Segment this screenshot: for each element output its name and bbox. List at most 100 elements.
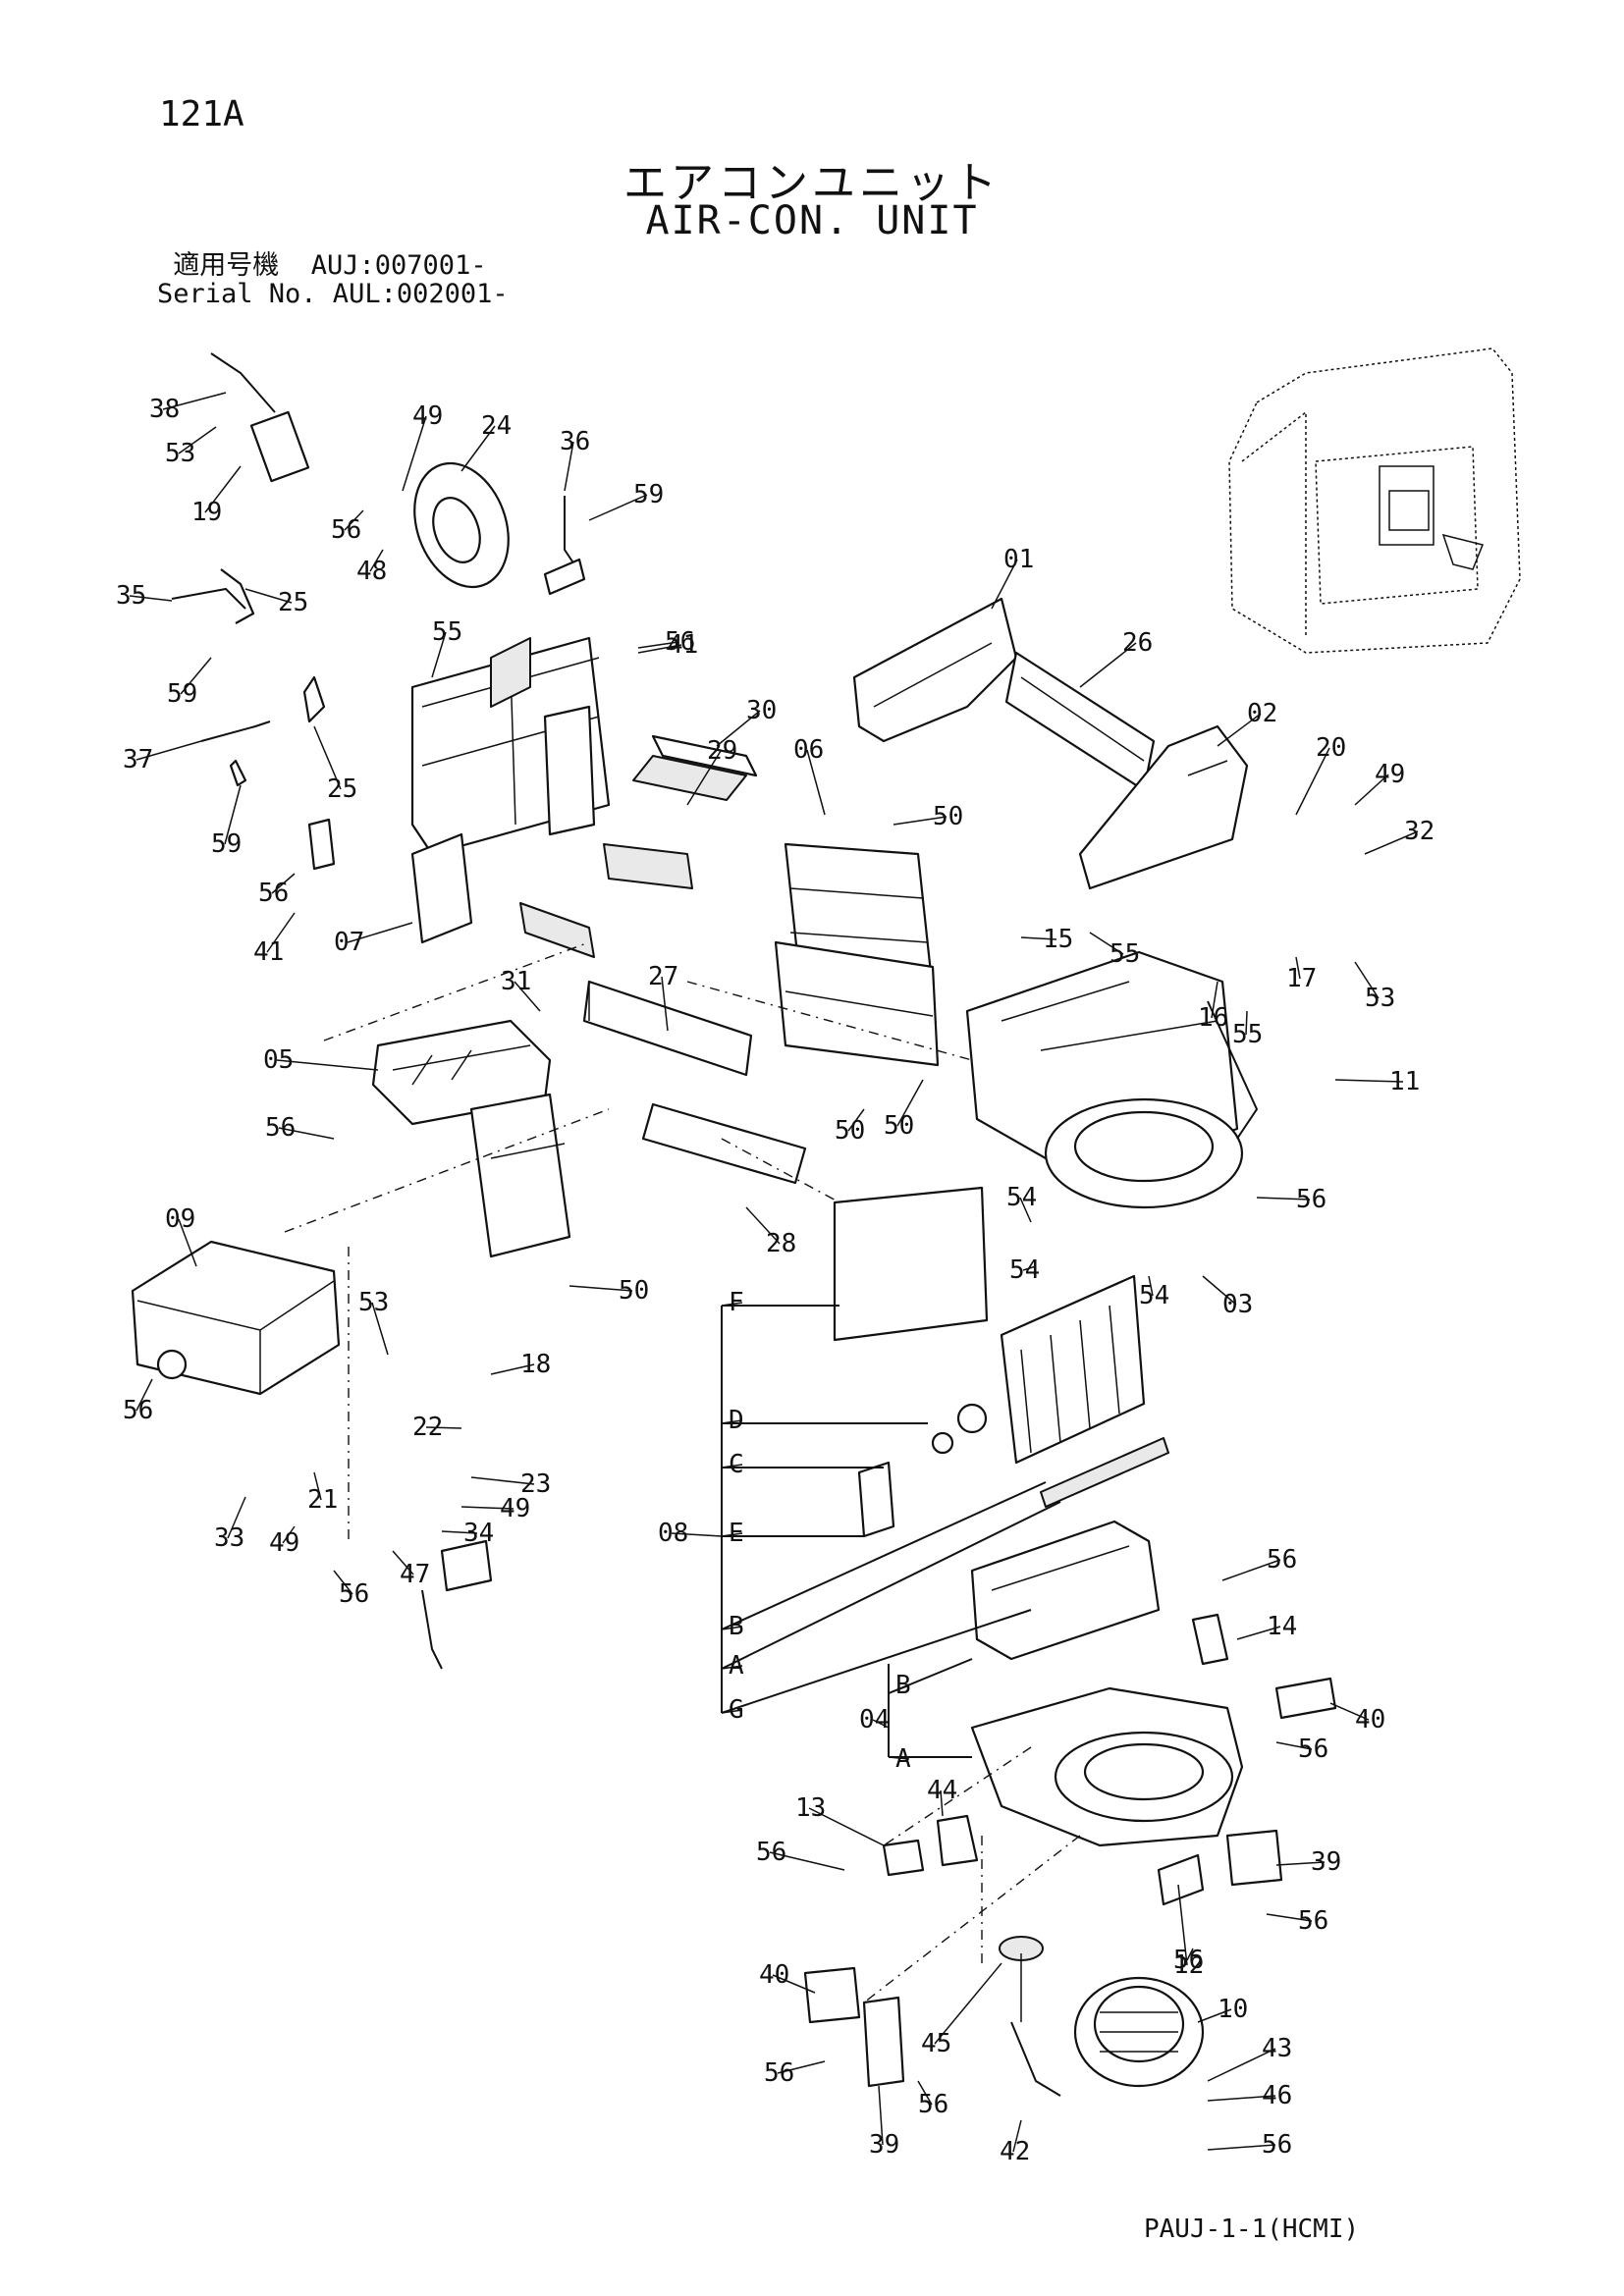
leader-line xyxy=(460,425,496,472)
part-number-label: 48 xyxy=(356,557,387,586)
leader-line xyxy=(1354,774,1389,806)
leader-line xyxy=(1329,1702,1370,1721)
leader-line xyxy=(441,1530,478,1534)
part-number-label: 50 xyxy=(619,1276,649,1306)
part-number-label: 59 xyxy=(211,829,242,859)
part-number-label: 41 xyxy=(253,937,284,967)
part-number-label: 56 xyxy=(331,515,361,545)
leader-line xyxy=(721,1665,743,1670)
part-number-label: 56 xyxy=(1296,1185,1326,1214)
part-number-label: 02 xyxy=(1247,699,1277,728)
leader-line xyxy=(769,1851,845,1871)
part-number-label: 54 xyxy=(1139,1281,1169,1310)
leader-line xyxy=(371,1302,389,1356)
part-number-label: 55 xyxy=(1232,1020,1263,1049)
leader-line xyxy=(1177,1884,1188,1966)
leader-line xyxy=(806,749,826,816)
leader-line xyxy=(1197,2008,1232,2023)
part-number-label: 56 xyxy=(339,1579,369,1609)
part-number-label: F xyxy=(729,1288,744,1317)
part-number-label: 56 xyxy=(123,1396,153,1425)
leader-line xyxy=(934,1962,1002,2045)
leader-line xyxy=(224,784,242,845)
part-number-label: 07 xyxy=(334,928,364,957)
leader-line xyxy=(1217,713,1262,747)
leader-line xyxy=(392,1550,414,1575)
leader-line xyxy=(271,873,296,894)
leader-line xyxy=(278,1127,335,1140)
leader-line xyxy=(425,1426,462,1429)
part-number-label: 50 xyxy=(884,1111,914,1141)
part-number-label: 53 xyxy=(1365,984,1395,1013)
part-number-label: C xyxy=(729,1450,744,1479)
leader-line xyxy=(1245,1010,1248,1036)
leader-line xyxy=(721,1464,743,1468)
upper-right-frames xyxy=(852,597,1249,890)
leader-line xyxy=(490,1363,535,1375)
leader-line xyxy=(1295,956,1301,980)
part-number-label: 50 xyxy=(835,1116,865,1146)
leader-line xyxy=(135,1378,153,1412)
leader-line xyxy=(888,1684,910,1694)
part-number-label: 10 xyxy=(1218,1995,1248,2024)
part-number-label: 42 xyxy=(1000,2137,1030,2166)
part-number-label: 04 xyxy=(859,1705,890,1735)
page-code: 121A xyxy=(159,94,244,134)
part-number-label: 15 xyxy=(1043,925,1073,954)
part-number-label: 55 xyxy=(1110,939,1140,969)
leader-line xyxy=(1256,1197,1311,1201)
leader-line xyxy=(568,1285,633,1292)
part-number-label: D xyxy=(729,1406,744,1435)
part-number-label: 28 xyxy=(766,1229,796,1258)
leader-line xyxy=(1186,1948,1194,1961)
part-number-label: 22 xyxy=(412,1413,443,1442)
leader-line xyxy=(808,1807,885,1846)
leader-line xyxy=(745,1206,781,1245)
leader-line xyxy=(244,588,293,604)
part-number-label: A xyxy=(729,1651,744,1681)
leader-line xyxy=(470,1476,535,1485)
part-number-label: 29 xyxy=(707,736,737,766)
leader-line xyxy=(333,1570,353,1595)
leader-line xyxy=(721,1302,743,1307)
part-number-label: 41 xyxy=(668,630,698,660)
part-number-label: 54 xyxy=(1009,1255,1040,1285)
leader-line xyxy=(721,1709,743,1714)
part-number-label: 53 xyxy=(358,1288,389,1317)
leader-line xyxy=(1275,1741,1313,1750)
leader-line xyxy=(878,2085,884,2146)
part-number-label: 49 xyxy=(269,1528,299,1558)
title-japanese: エアコンユニット xyxy=(623,158,1001,208)
part-number-label: E xyxy=(729,1519,744,1548)
part-number-label: 40 xyxy=(759,1960,789,1990)
part-number-label: 37 xyxy=(123,745,153,774)
title-english: AIR-CON. UNIT xyxy=(645,198,979,243)
part-number-label: G xyxy=(729,1695,744,1725)
part-number-label: 20 xyxy=(1316,733,1346,763)
part-number-label: 43 xyxy=(1262,2034,1292,2063)
part-number-label: 38 xyxy=(149,395,180,424)
part-number-label: 46 xyxy=(1262,2081,1292,2110)
small-brackets xyxy=(421,1539,1337,2088)
leader-line xyxy=(1364,830,1419,855)
part-number-label: 55 xyxy=(432,617,462,647)
part-number-label: 25 xyxy=(327,774,357,804)
leader-line xyxy=(1207,2048,1276,2082)
leader-line xyxy=(637,641,679,649)
heater-core xyxy=(131,1240,341,1396)
part-number-label: 12 xyxy=(1173,1950,1204,1980)
part-number-label: 13 xyxy=(795,1793,826,1823)
left-duct xyxy=(371,1019,571,1258)
leader-line xyxy=(344,509,364,531)
part-number-label: 56 xyxy=(1173,1946,1204,1975)
part-number-label: 35 xyxy=(116,581,146,611)
leader-line xyxy=(313,1471,322,1501)
leader-line xyxy=(204,465,242,513)
part-number-label: 05 xyxy=(263,1045,294,1075)
part-number-label: 11 xyxy=(1389,1067,1420,1096)
part-number-label: 56 xyxy=(665,627,695,657)
leader-line xyxy=(872,1719,890,1729)
part-number-label: 31 xyxy=(501,967,531,996)
